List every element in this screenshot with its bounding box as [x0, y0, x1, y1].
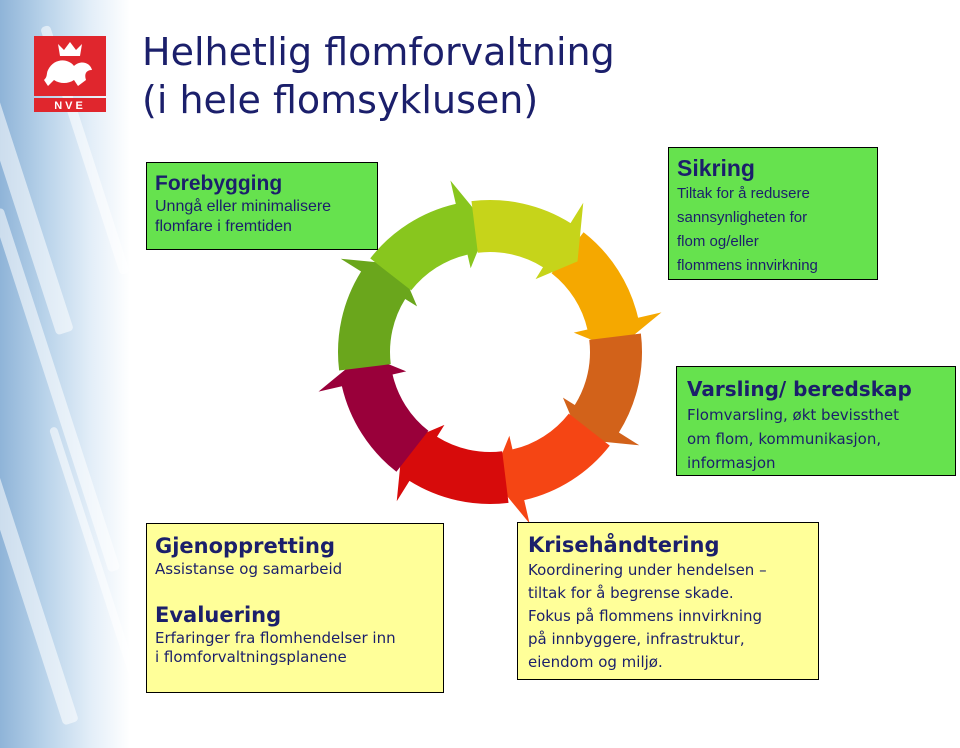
title-line-2: (i hele flomsyklusen): [142, 78, 539, 122]
box-krisehandtering: Krisehåndtering Koordinering under hende…: [517, 522, 819, 680]
gjenoppretting-line: Assistanse og samarbeid: [155, 560, 343, 578]
box-varsling: Varsling/ beredskap Flomvarsling, økt be…: [676, 366, 956, 476]
gjenoppretting-heading: Gjenoppretting: [155, 534, 335, 558]
box-sikring: Sikring Tiltak for å redusere sannsynlig…: [668, 147, 878, 280]
evaluering-line: Erfaringer fra flomhendelser inn: [155, 629, 396, 647]
forebygging-line: flomfare i fremtiden: [155, 218, 292, 235]
krise-line: Koordinering under hendelsen –: [528, 561, 767, 579]
title-line-1: Helhetlig flomforvaltning: [142, 30, 615, 74]
box-forebygging: Forebygging Unngå eller minimalisere flo…: [146, 162, 378, 250]
varsling-heading: Varsling/ beredskap: [687, 377, 912, 401]
varsling-line: om flom, kommunikasjon,: [687, 430, 882, 448]
evaluering-heading: Evaluering: [155, 603, 282, 627]
evaluering-line: i flomforvaltningsplanene: [155, 648, 347, 666]
cycle-arrow: [338, 258, 418, 371]
cycle-arrow: [471, 200, 584, 280]
forebygging-line: Unngå eller minimalisere: [155, 198, 332, 215]
forebygging-heading: Forebygging: [155, 172, 283, 195]
cycle-arrow: [562, 333, 642, 446]
water-background: [0, 0, 150, 748]
cycle-arrow: [551, 232, 662, 350]
sikring-heading: Sikring: [677, 155, 755, 181]
sikring-line: flom og/eller: [677, 233, 759, 250]
sikring-line: flommens innvirkning: [677, 257, 818, 274]
krise-line: eiendom og miljø.: [528, 653, 663, 671]
cycle-arrow: [318, 354, 429, 472]
krise-line: på innbyggere, infrastruktur,: [528, 630, 745, 648]
krise-line: tiltak for å begrense skade.: [528, 584, 734, 602]
nve-logo: NVE: [34, 36, 106, 112]
varsling-line: informasjon: [687, 454, 776, 472]
box-gjenoppretting: Gjenoppretting Assistanse og samarbeid E…: [146, 523, 444, 693]
cycle-arrow: [492, 413, 610, 524]
varsling-line: Flomvarsling, økt bevissthet: [687, 406, 899, 424]
sikring-line: sannsynligheten for: [677, 209, 808, 226]
krise-heading: Krisehåndtering: [528, 533, 720, 557]
cycle-arrow: [396, 424, 509, 504]
page-title: Helhetlig flomforvaltning (i hele flomsy…: [142, 28, 615, 124]
sikring-line: Tiltak for å redusere: [677, 185, 810, 202]
krise-line: Fokus på flommens innvirkning: [528, 607, 763, 625]
nve-logo-text: NVE: [54, 100, 86, 112]
cycle-arrow: [370, 180, 488, 291]
